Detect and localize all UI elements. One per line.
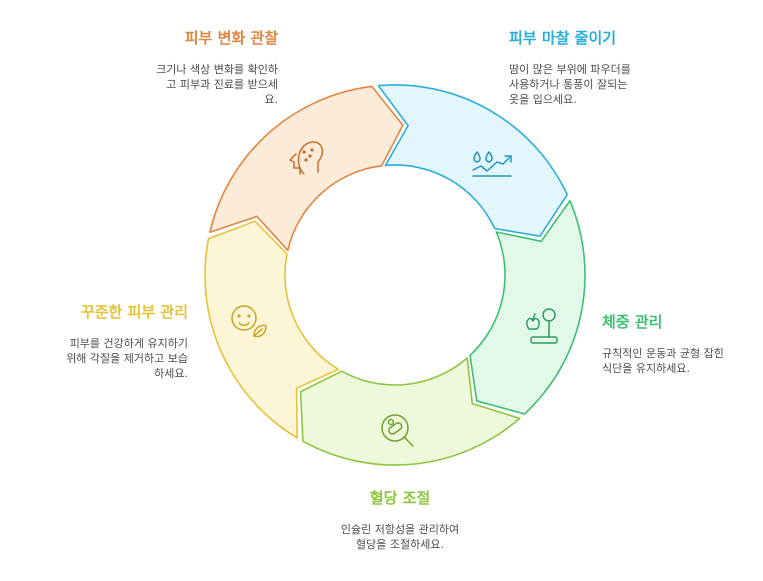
step-care: 꾸준한 피부 관리 피부를 건강하게 유지하기 위해 각질을 제거하고 보습 하…: [20, 302, 188, 381]
desc-line: 혈당을 조절하세요.: [356, 538, 444, 551]
step-observe-title: 피부 변화 관찰: [184, 29, 278, 47]
sweat-drops-icon: [472, 151, 512, 177]
segment-icons: [231, 141, 558, 447]
desc-line: 인슐린 저항성을 관리하여: [340, 523, 460, 536]
step-observe-description: 크기나 색상 변화를 확인하 고 피부과 진료를 받으세 요.: [100, 62, 278, 107]
step-weight-title: 체중 관리: [602, 313, 663, 331]
step-care-title: 꾸준한 피부 관리: [80, 303, 188, 321]
desc-line: 식단을 유지하세요.: [602, 362, 690, 375]
desc-line: 고 피부과 진료를 받으세: [166, 78, 278, 91]
step-friction-title: 피부 마찰 줄이기: [509, 29, 617, 47]
face-spots-icon: [289, 141, 323, 175]
ring-segment-sugar: [299, 357, 521, 466]
ring-segment-observe: [209, 85, 404, 252]
desc-line: 위해 각질을 제거하고 보습: [66, 352, 188, 365]
desc-line: 피부를 건강하게 유지하기: [69, 337, 188, 350]
pill-search-icon: [381, 414, 414, 447]
desc-line: 크기나 색상 변화를 확인하: [156, 63, 278, 76]
step-observe: 피부 변화 관찰 크기나 색상 변화를 확인하 고 피부과 진료를 받으세 요.: [100, 28, 278, 107]
step-care-description: 피부를 건강하게 유지하기 위해 각질을 제거하고 보습 하세요.: [20, 336, 188, 381]
desc-line: 사용하거나 통풍이 잘되는: [509, 78, 628, 91]
step-friction-description: 땀이 많은 부위에 파우더를 사용하거나 통풍이 잘되는 옷을 입으세요.: [509, 62, 709, 107]
ring-segment-weight: [469, 200, 586, 415]
desc-line: 규칙적인 운동과 균형 잡힌: [602, 347, 724, 360]
step-sugar: 혈당 조절 인슐린 저항성을 관리하여 혈당을 조절하세요.: [300, 488, 500, 552]
scale-apple-icon: [526, 308, 558, 344]
desc-line: 요.: [264, 93, 278, 106]
step-weight-description: 규칙적인 운동과 균형 잡힌 식단을 유지하세요.: [602, 346, 760, 376]
step-sugar-title: 혈당 조절: [369, 489, 431, 507]
cycle-ring: [204, 84, 586, 466]
step-friction: 피부 마찰 줄이기 땀이 많은 부위에 파우더를 사용하거나 통풍이 잘되는 옷…: [509, 28, 709, 107]
ring-segment-care: [204, 220, 340, 439]
face-leaf-icon: [231, 305, 267, 338]
desc-line: 옷을 입으세요.: [509, 93, 577, 106]
desc-line: 땀이 많은 부위에 파우더를: [509, 63, 631, 76]
desc-line: 하세요.: [154, 367, 188, 380]
step-weight: 체중 관리 규칙적인 운동과 균형 잡힌 식단을 유지하세요.: [602, 312, 760, 376]
ring-segment-friction: [377, 84, 568, 237]
step-sugar-description: 인슐린 저항성을 관리하여 혈당을 조절하세요.: [300, 522, 500, 552]
